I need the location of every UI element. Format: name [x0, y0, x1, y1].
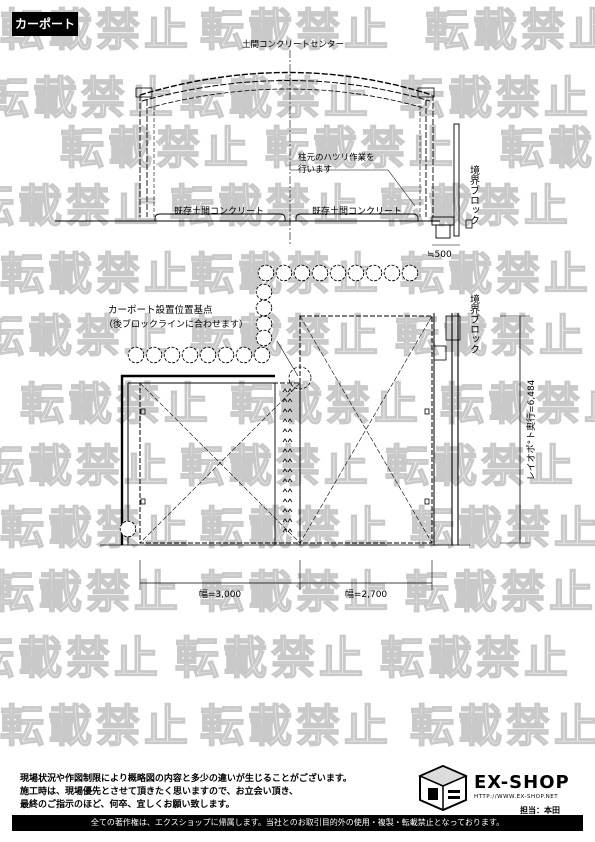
label-boundary-block-top: 境界ブロック	[468, 164, 480, 225]
planting-mark	[287, 418, 293, 423]
planting-mark	[282, 478, 288, 483]
shrub	[119, 520, 137, 538]
label-width-left: 幅=3,000	[199, 588, 242, 600]
label-boundary-block-plan: 境界ブロック	[468, 293, 480, 354]
shrub	[253, 346, 271, 364]
note-line: 施工時は、現場優先とさせて頂きたく思いますので、お立会い頂き、	[20, 787, 299, 797]
planting-mark	[282, 468, 288, 473]
note-line: 現場状況や作図制限により概略図の内容と多少の違いが生じることがございます。	[20, 774, 352, 784]
shrub	[199, 346, 217, 364]
shrub	[257, 264, 275, 282]
planting-mark	[282, 508, 288, 513]
planting-mark	[282, 428, 288, 433]
person-in-charge: 担当：本田	[520, 806, 560, 815]
planting-mark	[282, 388, 288, 393]
shrub	[275, 264, 293, 282]
planting-mark	[282, 438, 288, 443]
shrub-row	[119, 264, 419, 538]
shrub	[181, 346, 199, 364]
shrub	[365, 264, 383, 282]
planting-mark	[287, 458, 293, 463]
planting-mark	[282, 458, 288, 463]
planting-mark	[282, 498, 288, 503]
planting-mark	[287, 398, 293, 403]
plan-view	[100, 264, 530, 590]
shrub	[255, 329, 273, 347]
planting-mark	[287, 428, 293, 433]
planting-mark	[287, 528, 293, 533]
shrub	[255, 299, 273, 317]
planting-mark	[282, 528, 288, 533]
shrub	[217, 346, 235, 364]
brand-name: EX-SHOP	[474, 772, 570, 793]
copyright-footer: 全ての著作権は、エクスショップに帰属します。当社とのお取引目的外の使用・複製・転…	[12, 815, 583, 831]
planting-mark	[287, 488, 293, 493]
label-existing-concrete-right: 既存土間コンクリート	[312, 205, 402, 217]
planting-mark	[282, 448, 288, 453]
label-reference-point-2: （後ブロックラインに合わせます）	[104, 318, 248, 330]
label-dim-500: ≒500	[427, 250, 452, 260]
shrub	[145, 346, 163, 364]
planting-mark	[287, 518, 293, 523]
planting-mark	[287, 508, 293, 513]
cube-logo-icon	[418, 764, 468, 812]
planting-mark	[287, 388, 293, 393]
planting-mark	[282, 488, 288, 493]
planting-mark	[282, 398, 288, 403]
planting-mark	[287, 498, 293, 503]
shrub	[255, 283, 273, 301]
shrub	[255, 315, 273, 333]
planting-mark	[282, 418, 288, 423]
label-chipping-note-1: 柱元のハツリ作業を	[298, 152, 375, 163]
planting-mark	[287, 448, 293, 453]
shrub	[235, 346, 253, 364]
note-line: 最終のご指示のほど、何卒、宜しくお願い致します。	[20, 800, 235, 810]
elevation-view	[55, 50, 473, 246]
brand-url: HTTP://WWW.EX-SHOP.NET	[474, 794, 559, 800]
shrub	[347, 264, 365, 282]
label-concrete-center: 土間コンクリートセンター	[242, 39, 344, 50]
label-depth-dimension: レイオポ°ト奥行=6,484	[525, 379, 537, 480]
shrub	[127, 346, 145, 364]
planting-mark	[287, 478, 293, 483]
shrub	[383, 264, 401, 282]
planting-mark	[282, 518, 288, 523]
notes-block: 現場状況や作図制限により概略図の内容と多少の違いが生じることがございます。 施工…	[20, 773, 410, 812]
label-chipping-note-2: 行います	[298, 164, 332, 175]
planting-mark	[287, 408, 293, 413]
shrub	[293, 264, 311, 282]
shrub	[329, 264, 347, 282]
planting-mark	[287, 468, 293, 473]
planting-mark	[282, 408, 288, 413]
label-width-right: 幅=2,700	[345, 588, 388, 600]
shrub	[401, 264, 419, 282]
shrub	[163, 346, 181, 364]
shrub	[311, 264, 329, 282]
planting-strip	[282, 388, 293, 533]
brand-logo: EX-SHOP HTTP://WWW.EX-SHOP.NET	[414, 756, 584, 814]
label-reference-point-1: カーポート設置位置基点	[108, 304, 213, 316]
page-title: カーポート	[12, 12, 78, 36]
planting-mark	[287, 438, 293, 443]
label-existing-concrete-left: 既存土間コンクリート	[174, 205, 264, 217]
